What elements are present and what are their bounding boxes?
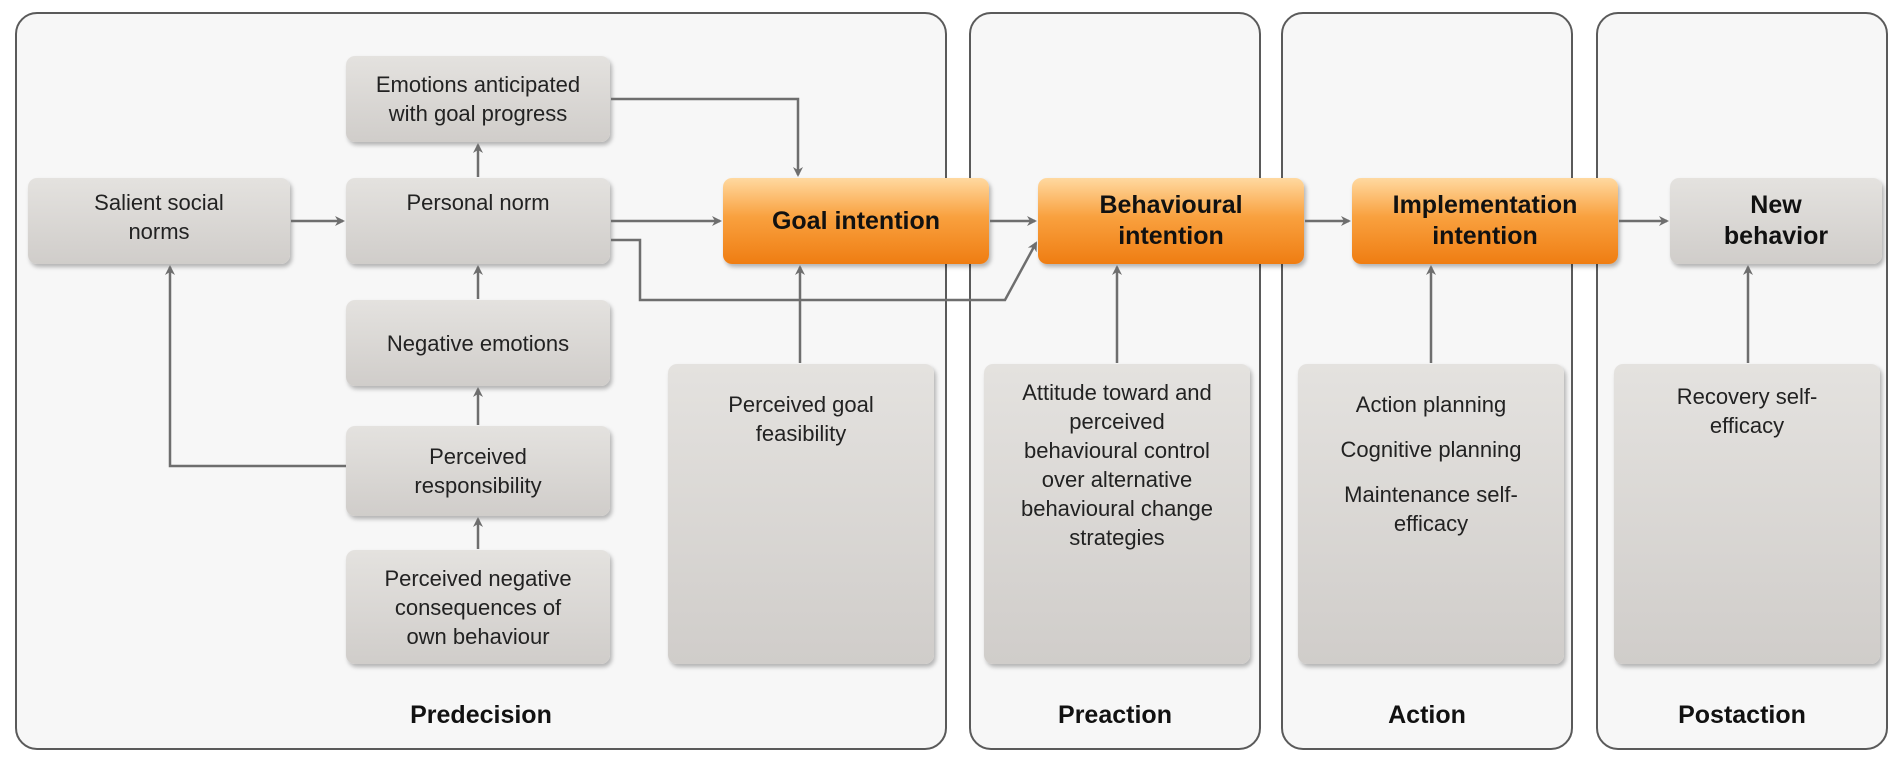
- cognitive-planning-text: Cognitive planning: [1340, 437, 1522, 462]
- text-line: Implementation: [1392, 191, 1578, 219]
- stage-label-predecision: Predecision: [410, 701, 552, 729]
- stage-label-postaction: Postaction: [1678, 701, 1806, 729]
- text-line: norms: [128, 219, 190, 244]
- text-line: behavioural control: [1024, 438, 1210, 463]
- text-line: Salient social: [94, 190, 224, 215]
- box-attitude-toward: Attitude toward and perceived behavioura…: [984, 364, 1250, 664]
- stage-label-preaction: Preaction: [1058, 701, 1172, 729]
- maintenance-self-efficacy-line: efficacy: [1393, 511, 1469, 536]
- box-perceived-negative-consequences: Perceived negative consequences of own b…: [346, 550, 610, 664]
- text-line: perceived: [1069, 409, 1165, 434]
- text-line: consequences of: [394, 594, 562, 620]
- text-line: Perceived negative: [384, 565, 572, 591]
- text-line: strategies: [1069, 525, 1165, 550]
- box-personal-norm: Personal norm: [346, 178, 610, 264]
- box-emotions-anticipated: Emotions anticipated with goal progress: [346, 56, 610, 142]
- text-line: Perceived goal: [728, 392, 874, 417]
- box-behavioural-intention: Behavioural intention: [1038, 178, 1304, 264]
- box-action-planning-group: Action planning Cognitive planning Maint…: [1298, 364, 1564, 664]
- text-line: Recovery self-: [1676, 384, 1818, 409]
- text-line: Goal intention: [771, 206, 941, 235]
- box-new-behavior: New behavior: [1670, 178, 1882, 264]
- text-line: intention: [1432, 222, 1538, 250]
- text-line: over alternative: [1041, 467, 1193, 492]
- action-planning-text: Action planning: [1355, 392, 1507, 417]
- text-line: with goal progress: [388, 101, 568, 126]
- text-line: own behaviour: [406, 623, 550, 649]
- text-line: behavioural change: [1020, 496, 1214, 521]
- box-negative-emotions: Negative emotions: [346, 300, 610, 386]
- text-line: Perceived: [429, 444, 527, 469]
- maintenance-self-efficacy-line: Maintenance self-: [1344, 482, 1518, 507]
- text-line: New: [1750, 191, 1802, 219]
- box-goal-intention: Goal intention: [723, 178, 989, 264]
- text-line: efficacy: [1709, 413, 1785, 438]
- text-line: responsibility: [414, 473, 542, 498]
- text-line: Negative emotions: [386, 330, 570, 356]
- text-line: intention: [1118, 222, 1224, 250]
- text-line: Emotions anticipated: [375, 72, 581, 97]
- stage-label-action: Action: [1388, 701, 1466, 729]
- box-implementation-intention: Implementation intention: [1352, 178, 1618, 264]
- box-salient-social-norms: Salient social norms: [28, 178, 290, 264]
- box-recovery-self-efficacy: Recovery self- efficacy: [1614, 364, 1880, 664]
- text-line: feasibility: [755, 421, 847, 446]
- text-line: Behavioural: [1099, 191, 1243, 219]
- text-line: behavior: [1723, 222, 1829, 250]
- text-line: Personal norm: [406, 190, 550, 215]
- box-perceived-responsibility: Perceived responsibility: [346, 426, 610, 516]
- text-line: Attitude toward and: [1022, 380, 1212, 405]
- box-perceived-goal-feasibility: Perceived goal feasibility: [668, 364, 934, 664]
